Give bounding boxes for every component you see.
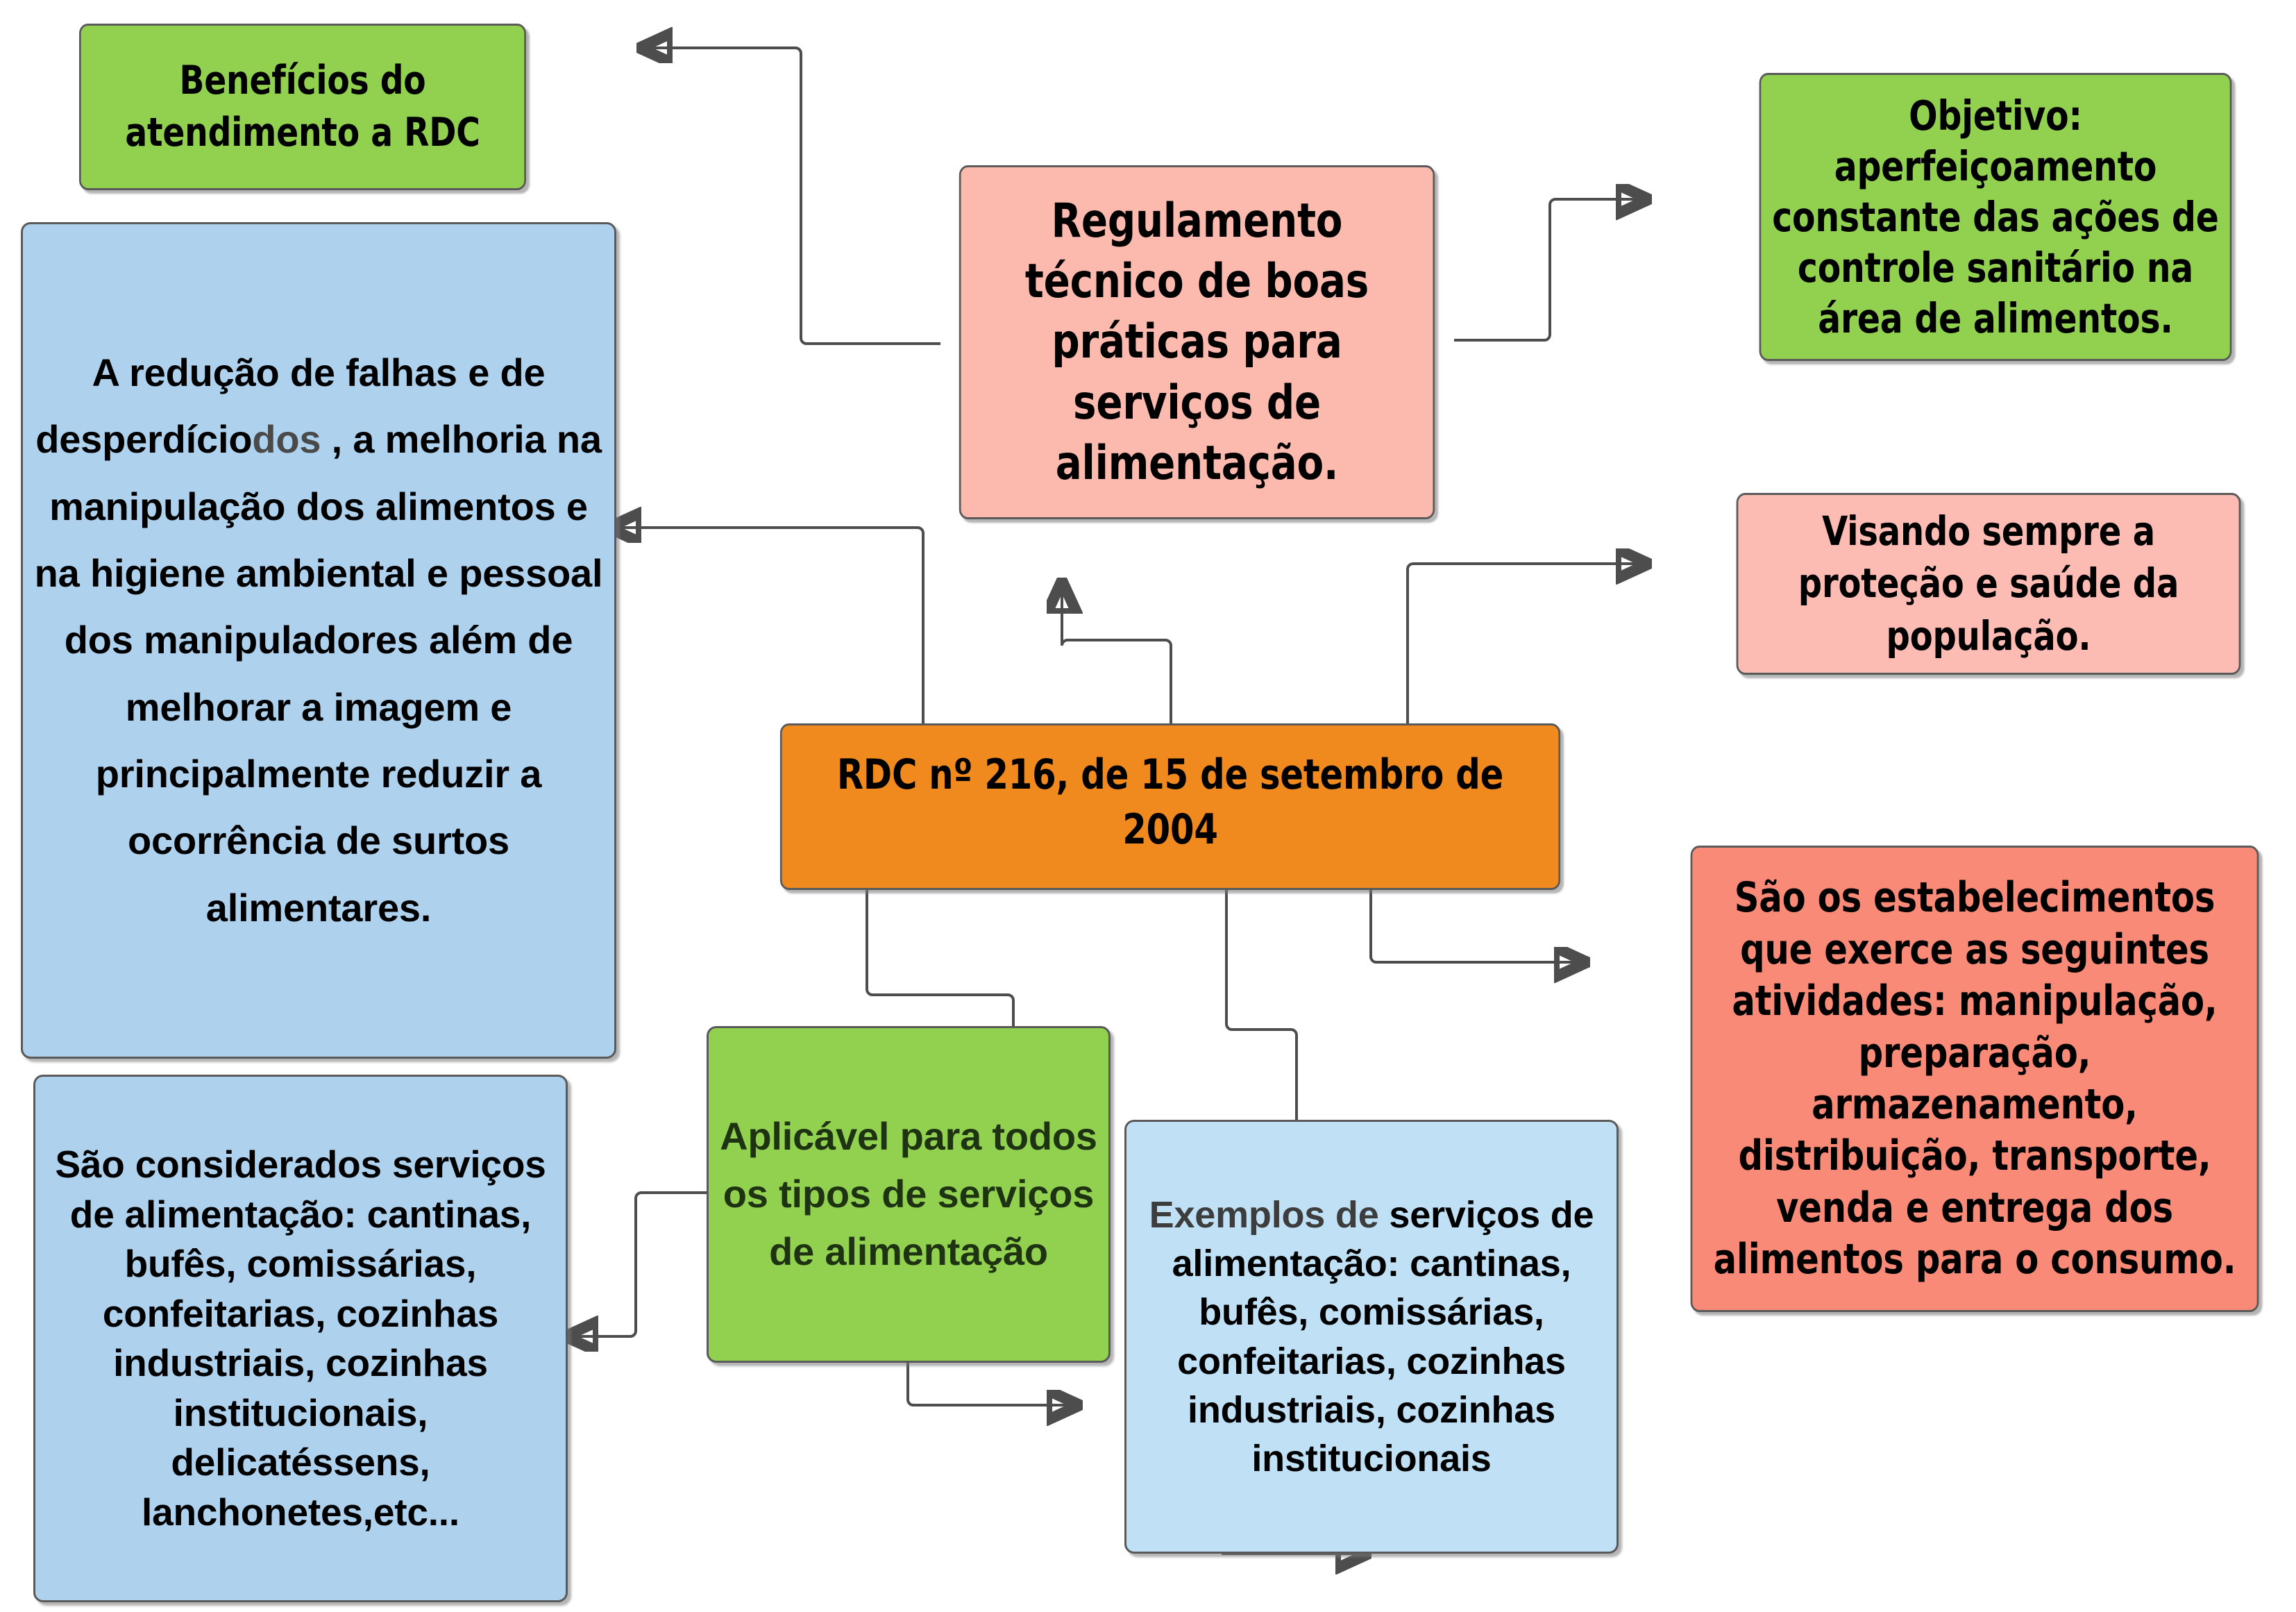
connector-rdc-to-regulamento — [1062, 583, 1172, 725]
node-reducao-falhas[interactable]: A redução de falhas e de desperdíciodos … — [21, 222, 616, 1059]
node-beneficios[interactable]: Benefícios do atendimento a RDC — [79, 24, 526, 190]
node-objetivo[interactable]: Objetivo: aperfeiçoamento constante das … — [1759, 73, 2232, 361]
connector-rdc-to-estabelecimentos — [1369, 890, 1585, 962]
node-estabelecimentos-label: São os estabelecimentos que exerce as se… — [1713, 873, 2236, 1284]
node-exemplos[interactable]: Exemplos de serviços de alimentação: can… — [1124, 1120, 1619, 1554]
node-visando[interactable]: Visando sempre a proteção e saúde da pop… — [1736, 493, 2241, 675]
node-exemplos-head: Exemplos de — [1149, 1193, 1390, 1236]
node-estabelecimentos[interactable]: São os estabelecimentos que exerce as se… — [1690, 846, 2259, 1312]
node-objetivo-label: Objetivo: aperfeiçoamento constante das … — [1772, 91, 2219, 343]
connector-aplicavel-to-considerados — [568, 1191, 707, 1336]
node-reducao-part1: A redução de falhas e de desperdício — [35, 351, 546, 462]
connector-regulamento-to-objetivo — [1454, 199, 1646, 342]
node-regulamento-label: Regulamento técnico de boas práticas par… — [1024, 194, 1369, 491]
connector-rdc-to-visando — [1406, 564, 1646, 725]
node-regulamento[interactable]: Regulamento técnico de boas práticas par… — [959, 165, 1435, 519]
node-considerados[interactable]: São considerados serviços de alimentação… — [33, 1075, 568, 1602]
node-visando-label: Visando sempre a proteção e saúde da pop… — [1798, 507, 2179, 660]
node-reducao-part3: , a melhoria na manipulação dos alimento… — [34, 417, 603, 930]
connector-rdc-to-exemplos — [1225, 890, 1297, 1152]
connector-regulamento-to-beneficios — [642, 48, 940, 345]
node-aplicavel-label: Aplicável para todos os tipos de serviço… — [720, 1114, 1097, 1273]
connector-rdc-to-reducao — [611, 528, 925, 725]
connector-aplicavel-to-exemplos — [906, 1363, 1077, 1405]
node-reducao-part2: dos — [252, 417, 321, 462]
node-considerados-label: São considerados serviços de alimentação… — [55, 1143, 546, 1534]
node-beneficios-label: Benefícios do atendimento a RDC — [125, 57, 480, 156]
node-rdc[interactable]: RDC nº 216, de 15 de setembro de 2004 — [779, 723, 1561, 890]
node-rdc-label: RDC nº 216, de 15 de setembro de 2004 — [836, 750, 1504, 855]
node-aplicavel[interactable]: Aplicável para todos os tipos de serviço… — [707, 1026, 1111, 1363]
node-exemplos-body: serviços de alimentação: cantinas, bufês… — [1172, 1193, 1594, 1479]
